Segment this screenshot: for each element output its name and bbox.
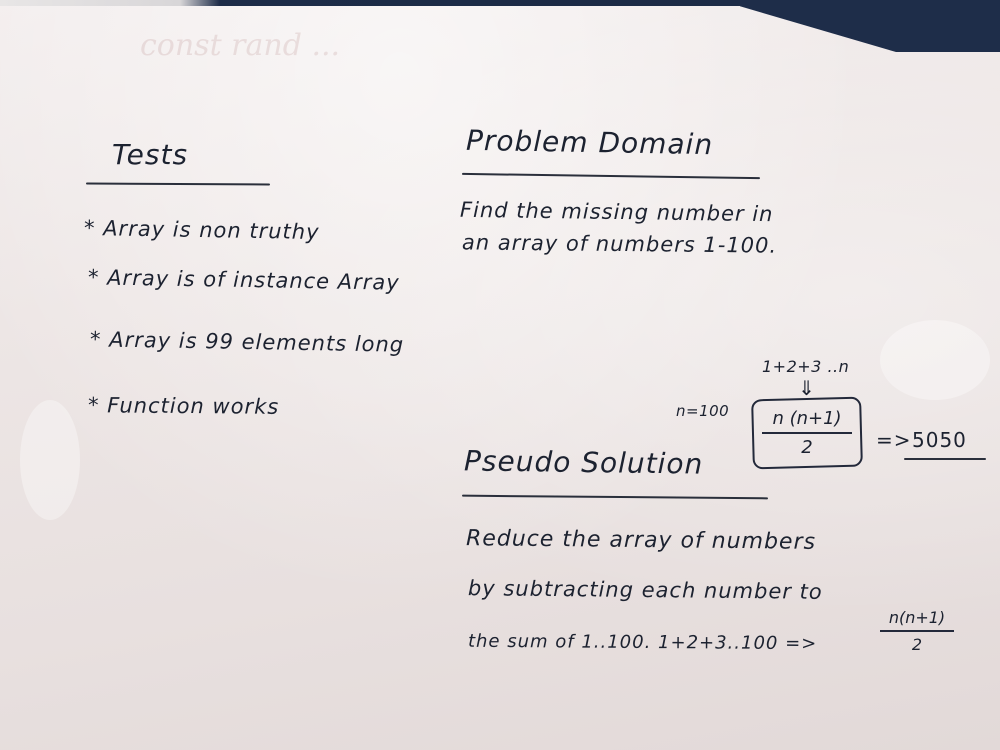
formula-result: 5050 <box>912 428 967 452</box>
pseudo-solution-line-2: by subtracting each number to <box>467 576 823 604</box>
test-item: * Array is non truthy <box>83 215 320 245</box>
pseudo-solution-heading: Pseudo Solution <box>463 444 704 481</box>
result-arrow: => <box>876 428 912 452</box>
formula-fraction: n (n+1) 2 <box>762 408 852 458</box>
problem-domain-line-1: Find the missing number in <box>459 197 774 227</box>
fraction-bar <box>880 630 954 632</box>
formula-top-note: 1+2+3 ..n <box>762 357 850 376</box>
problem-domain-heading: Problem Domain <box>465 123 714 162</box>
down-arrow-icon: ⇓ <box>798 376 816 400</box>
board-smudge <box>880 320 990 400</box>
pseudo-fraction-numerator: n(n+1) <box>888 608 946 627</box>
fraction-bar <box>762 432 852 434</box>
pseudo-fraction-denominator: 2 <box>911 635 923 654</box>
result-underline <box>904 458 986 460</box>
pseudo-solution-line-1: Reduce the array of numbers <box>465 526 817 555</box>
tests-heading: Tests <box>112 138 189 171</box>
n-value-label: n=100 <box>676 402 730 420</box>
problem-domain-line-2: an array of numbers 1-100. <box>461 230 778 258</box>
pseudo-solution-fraction: n(n+1) 2 <box>880 608 954 654</box>
board-smudge <box>20 400 80 520</box>
test-item: * Function works <box>87 393 280 419</box>
formula-denominator: 2 <box>801 437 813 458</box>
formula-numerator: n (n+1) <box>772 408 842 429</box>
erased-ghost-text: const rand ... <box>140 28 341 63</box>
pseudo-solution-line-3: the sum of 1..100. 1+2+3..100 => <box>467 630 818 655</box>
whiteboard-frame-top <box>0 0 1000 6</box>
